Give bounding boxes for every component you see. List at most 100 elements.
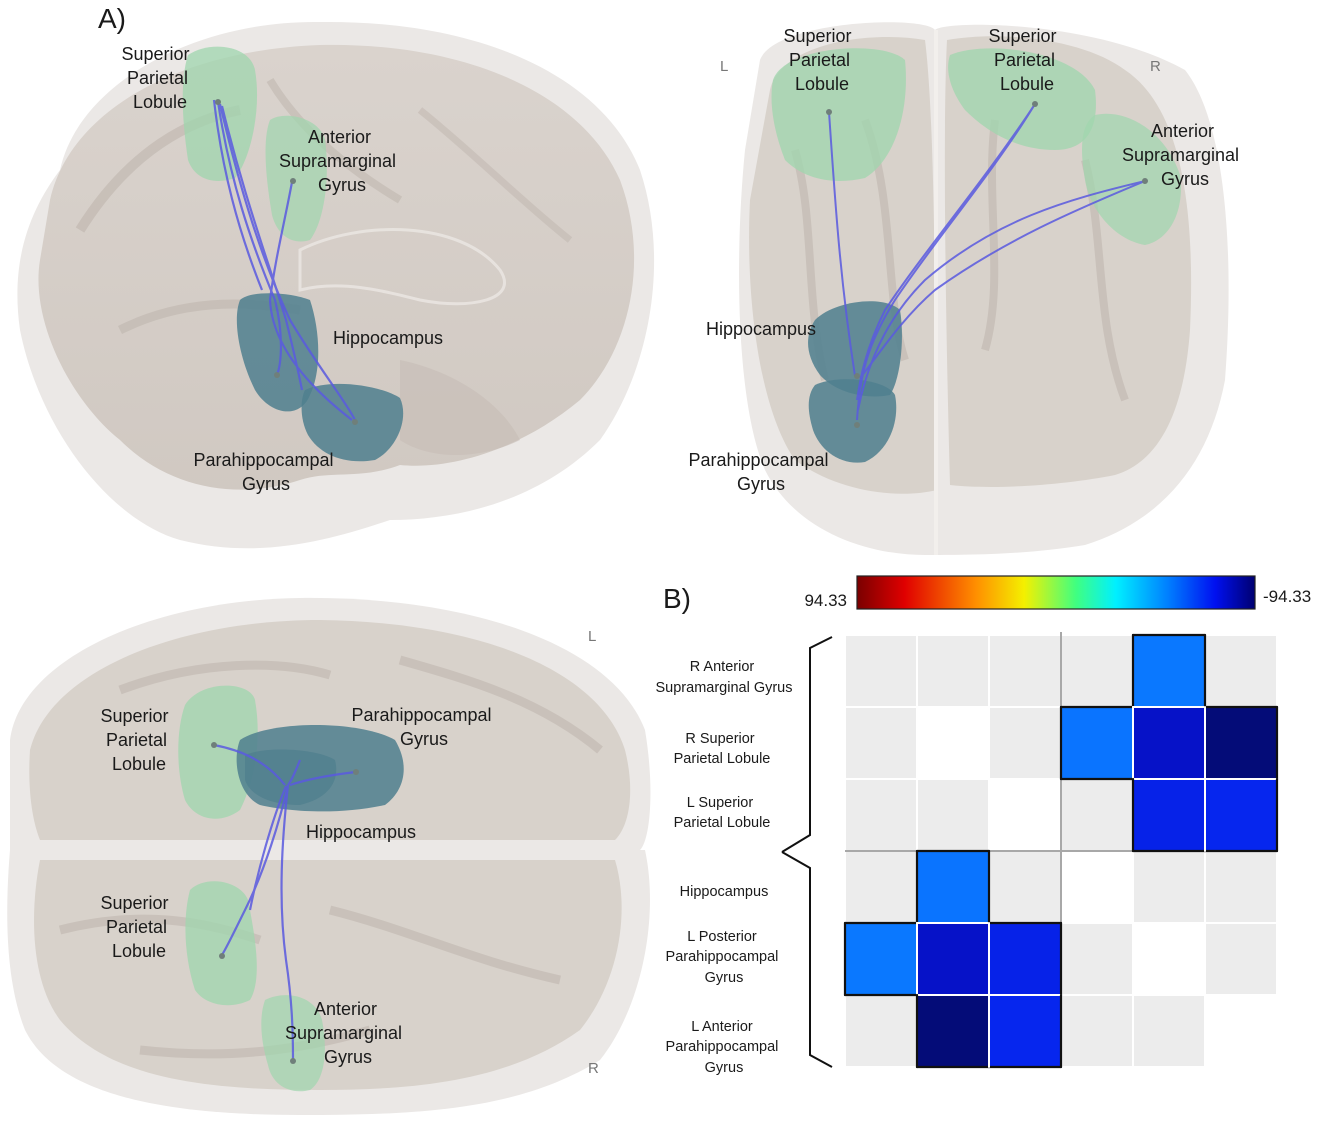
label-parahippo-line: Gyrus — [737, 474, 785, 494]
connectivity-matrix — [843, 632, 1279, 1069]
row-label-r-spl: Parietal Lobule — [674, 751, 771, 767]
label-hippocampus: Hippocampus — [306, 822, 416, 842]
svg-text:R Anterior Supramarginal: R Anterior Supramarginal Gyrus — [656, 659, 793, 696]
matrix-cell — [990, 852, 1060, 922]
label-parahippo-line: Parahippocampal — [351, 705, 491, 725]
matrix-cell — [846, 852, 916, 922]
label-spl-left-line: Superior — [783, 26, 851, 46]
side-label-left: L — [588, 628, 596, 645]
side-label-right: R — [1150, 58, 1161, 75]
superior-parietal-lobule-bottom-region — [185, 881, 257, 1006]
roi-centroids — [826, 101, 1148, 428]
matrix-cell — [918, 924, 988, 994]
svg-text:R Superior Parietal Lobule: R Superior Parietal Lobule — [674, 731, 771, 767]
label-spl-top-line: Superior — [100, 706, 168, 726]
row-label-r-spl: R Superior — [685, 731, 754, 747]
side-label-right: R — [588, 1060, 599, 1077]
row-label-l-post-parahippo: Gyrus — [705, 970, 744, 986]
label-spl-left-line: Parietal — [789, 50, 850, 70]
svg-text:Parahippocampal Gyrus: Parahippocampal Gyrus — [688, 450, 833, 494]
label-asmg-line: Gyrus — [1161, 169, 1209, 189]
matrix-cell — [1134, 924, 1204, 994]
label-asmg-line: Anterior — [314, 999, 377, 1019]
matrix-cell — [1134, 852, 1204, 922]
roi-centroids — [215, 99, 358, 425]
matrix-cell — [1206, 852, 1276, 922]
label-asmg-line: Supramarginal — [285, 1023, 402, 1043]
label-spl-line: Lobule — [133, 92, 187, 112]
matrix-cell — [1062, 924, 1132, 994]
label-spl-top-line: Parietal — [106, 730, 167, 750]
label-asmg-line: Gyrus — [324, 1047, 372, 1067]
matrix-cell — [1062, 996, 1132, 1066]
matrix-cell — [1206, 636, 1276, 706]
matrix-cell — [990, 636, 1060, 706]
label-spl-line: Parietal — [127, 68, 188, 88]
matrix-cell — [1206, 780, 1276, 850]
label-spl-line: Superior — [121, 44, 189, 64]
panel-a-letter: A) — [98, 3, 126, 34]
label-spl-bottom-line: Superior — [100, 893, 168, 913]
label-parahippo-line: Parahippocampal — [193, 450, 333, 470]
label-spl-left-line: Lobule — [795, 74, 849, 94]
matrix-cell — [1062, 780, 1132, 850]
matrix-cell — [1062, 708, 1132, 778]
axial-brain-view: L R Superior Parietal Lobule Parahippoca… — [7, 597, 651, 1115]
matrix-cell — [1062, 852, 1132, 922]
label-spl-bottom-line: Lobule — [112, 941, 166, 961]
matrix-cell — [990, 780, 1060, 850]
row-label-l-ant-parahippo: L Anterior — [691, 1019, 753, 1035]
sulcus — [417, 107, 573, 243]
matrix-cell — [846, 996, 916, 1066]
row-label-r-asmg: Supramarginal Gyrus — [656, 680, 793, 696]
svg-text:L Anterior Parahippocampal: L Anterior Parahippocampal Gyrus — [666, 1019, 783, 1076]
label-spl-right-line: Superior — [988, 26, 1056, 46]
coronal-brain-view: L R Superior Parietal Lobule Superior Pa… — [688, 22, 1244, 555]
connectivity-matrix-panel: B) 94.33 -94.33 R Anterior Supramarginal… — [656, 575, 1311, 1076]
matrix-cell — [1134, 780, 1204, 850]
label-parahippo-line: Gyrus — [400, 729, 448, 749]
svg-text:Superior Parietal Lobu: Superior Parietal Lobule — [783, 26, 856, 94]
tractography — [828, 103, 1146, 421]
row-label-l-spl: Parietal Lobule — [674, 815, 771, 831]
parahippocampal-gyrus-region — [808, 379, 897, 463]
svg-text:Superior Parietal Lobu: Superior Parietal Lobule — [121, 44, 194, 112]
label-parahippo-line: Parahippocampal — [688, 450, 828, 470]
matrix-cell — [1206, 996, 1276, 1066]
matrix-cell — [918, 636, 988, 706]
label-asmg-line: Anterior — [1151, 121, 1214, 141]
anterior-supramarginal-gyrus-region — [1082, 113, 1181, 245]
matrix-cell — [846, 780, 916, 850]
matrix-cell — [1134, 636, 1204, 706]
roi-centroids — [211, 742, 359, 1064]
sulci — [58, 655, 603, 1059]
row-label-hippocampus: Hippocampus — [680, 884, 769, 900]
svg-text:Superior Parietal Lobu: Superior Parietal Lobule — [100, 706, 173, 774]
label-hippocampus: Hippocampus — [706, 319, 816, 339]
sulcus — [266, 77, 403, 204]
matrix-cell — [846, 636, 916, 706]
hippocampus-region — [245, 749, 337, 805]
matrix-cell — [1134, 708, 1204, 778]
matrix-cell — [918, 780, 988, 850]
matrix-cell — [1062, 636, 1132, 706]
label-asmg-line: Gyrus — [318, 175, 366, 195]
brain-surface — [38, 44, 635, 490]
label-asmg-line: Anterior — [308, 127, 371, 147]
matrix-cell — [990, 996, 1060, 1066]
label-spl-right-line: Parietal — [994, 50, 1055, 70]
label-asmg-line: Supramarginal — [1122, 145, 1239, 165]
row-label-l-ant-parahippo: Parahippocampal — [666, 1039, 779, 1055]
row-label-l-spl: L Superior — [687, 795, 754, 811]
colorbar — [856, 575, 1256, 610]
superior-parietal-lobule-left-region — [771, 48, 906, 181]
label-spl-top-line: Lobule — [112, 754, 166, 774]
svg-text:L Posterior Parahippocampa: L Posterior Parahippocampal Gyrus — [666, 929, 783, 986]
svg-text:Superior Parietal Lobu: Superior Parietal Lobule — [100, 893, 173, 961]
svg-text:Anterior Supramarginal: Anterior Supramarginal Gyrus — [1122, 121, 1244, 189]
svg-text:Parahippocampal Gyrus: Parahippocampal Gyrus — [193, 450, 338, 494]
svg-text:Superior Parietal Lobu: Superior Parietal Lobule — [988, 26, 1061, 94]
colorbar-min-label: -94.33 — [1263, 587, 1311, 606]
matrix-cell — [1134, 996, 1204, 1066]
matrix-cell — [918, 996, 988, 1066]
